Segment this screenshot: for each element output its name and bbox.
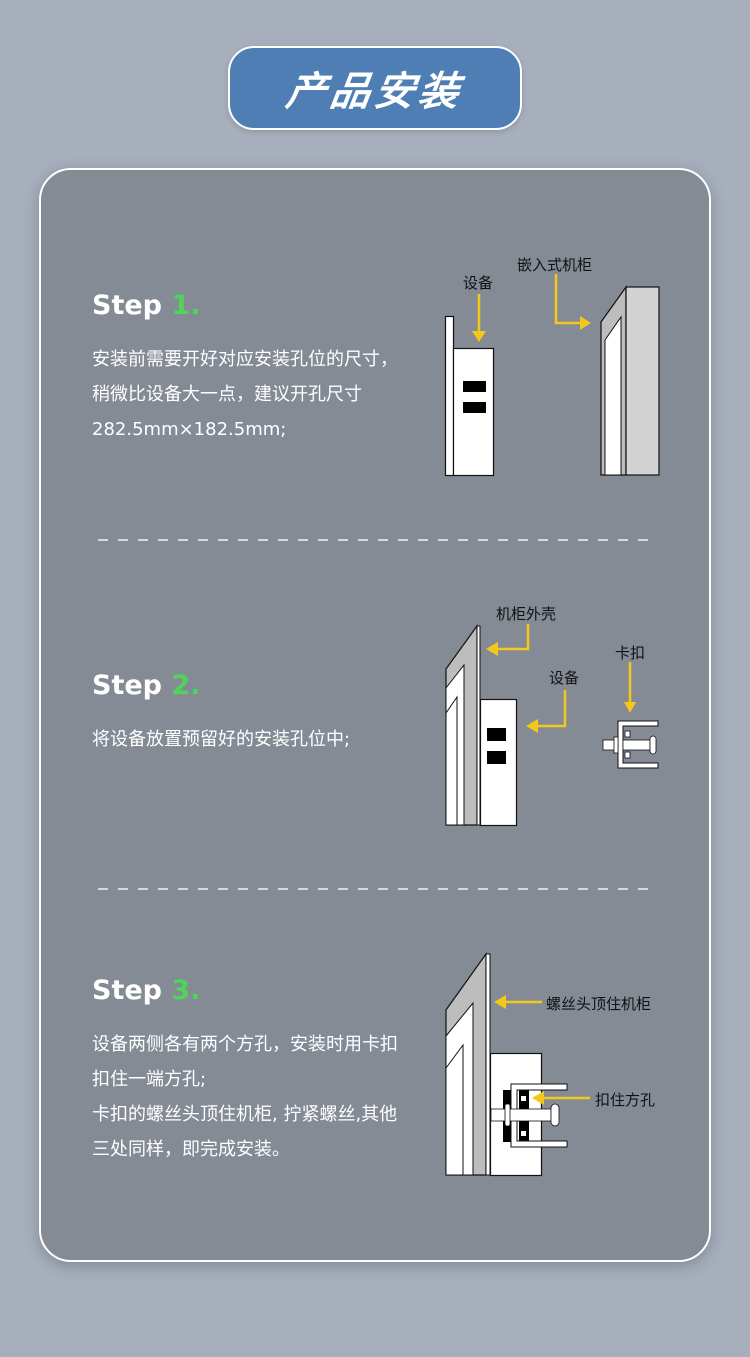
step-3-number: 3. <box>171 975 201 1006</box>
step-2-diagram <box>445 624 659 827</box>
step-2: Step 2. 将设备放置预留好的安装孔位中; <box>92 670 402 757</box>
section-title-banner: 产品安装 <box>228 46 522 130</box>
step-1-diagram <box>444 274 660 477</box>
label-cabinet-shell: 机柜外壳 <box>496 605 557 623</box>
device-illustration <box>444 315 495 477</box>
label-screw-head: 螺丝头顶住机柜 <box>546 995 652 1013</box>
step-2-number: 2. <box>171 670 201 701</box>
cabinet-shell-illustration <box>445 952 491 1176</box>
section-title: 产品安装 <box>283 69 466 115</box>
divider-1 <box>98 539 654 541</box>
step-3-title: Step 3. <box>92 975 201 1006</box>
step-3-diagram <box>445 952 590 1177</box>
cabinet-illustration <box>600 285 660 476</box>
step-1-number: 1. <box>171 290 201 321</box>
label-embedded-cabinet: 嵌入式机柜 <box>517 256 593 274</box>
clip-screw-illustration <box>490 1083 568 1148</box>
step-3-description: 设备两侧各有两个方孔，安装时用卡扣扣住一端方孔; 卡扣的螺丝头顶住机柜, 拧紧螺… <box>92 1034 398 1160</box>
label-square-hole: 扣住方孔 <box>595 1091 656 1109</box>
step-1-description: 安装前需要开好对应安装孔位的尺寸，稍微比设备大一点，建议开孔尺寸 282.5mm… <box>92 349 398 440</box>
installation-card <box>39 168 711 1262</box>
step-2-description: 将设备放置预留好的安装孔位中; <box>92 729 351 750</box>
divider-2 <box>98 888 654 890</box>
step-2-title: Step 2. <box>92 670 201 701</box>
label-clip: 卡扣 <box>615 644 646 662</box>
cabinet-shell-illustration <box>445 624 481 826</box>
label-device: 设备 <box>549 669 580 687</box>
clip-bracket-illustration <box>602 720 659 769</box>
step-1: Step 1. 安装前需要开好对应安装孔位的尺寸，稍微比设备大一点，建议开孔尺寸… <box>92 290 402 447</box>
device-illustration <box>479 698 518 827</box>
step-1-title: Step 1. <box>92 290 201 321</box>
step-3: Step 3. 设备两侧各有两个方孔，安装时用卡扣扣住一端方孔; 卡扣的螺丝头顶… <box>92 975 402 1167</box>
label-device: 设备 <box>463 274 494 292</box>
